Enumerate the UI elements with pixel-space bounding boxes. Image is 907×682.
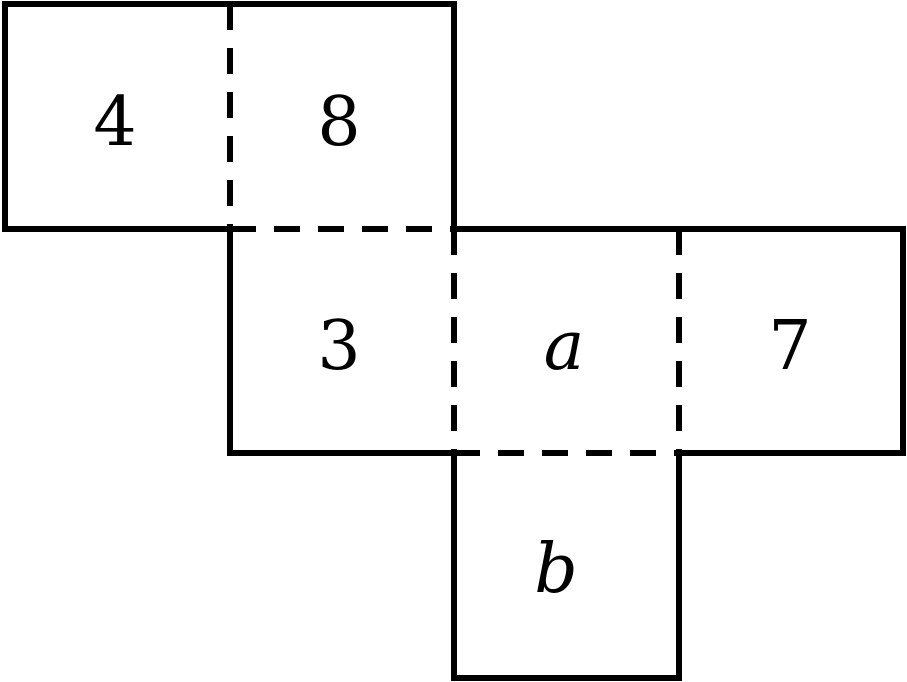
face-label: 8 (317, 83, 360, 162)
face-label: b (534, 530, 578, 609)
face-label: a (544, 307, 585, 386)
face-label: 4 (93, 83, 136, 162)
face-label: 3 (317, 307, 360, 386)
face-label: 7 (768, 307, 811, 386)
